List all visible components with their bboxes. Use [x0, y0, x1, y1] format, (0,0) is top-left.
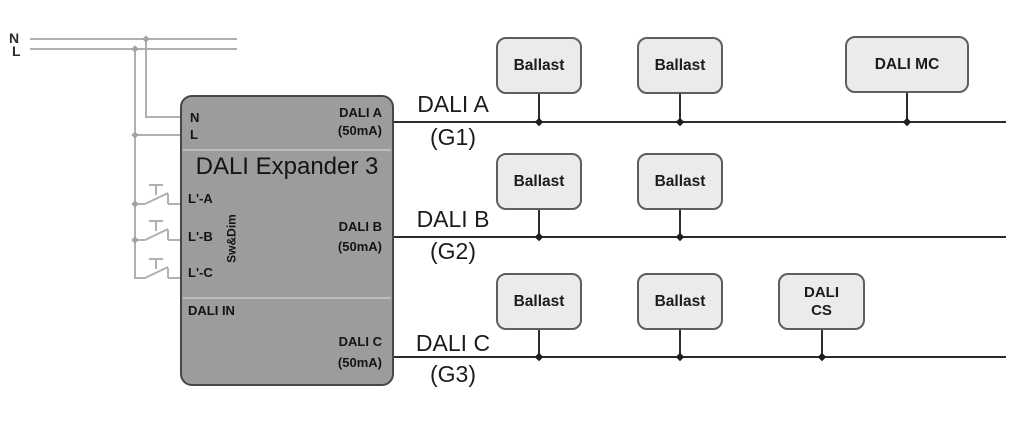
device-ballast-b2: Ballast	[637, 153, 723, 210]
pushbutton-switch-a-icon	[135, 184, 182, 205]
output-b-current: (50mA)	[337, 239, 382, 254]
mains-n-label: N	[9, 30, 20, 46]
device-dali-cs: DALI CS	[778, 273, 865, 330]
bus-b-group-label: (G2)	[430, 238, 476, 264]
output-c-current: (50mA)	[337, 355, 382, 370]
terminal-dali-in-label: DALI IN	[188, 303, 235, 318]
terminal-lb-label: L'-B	[188, 229, 213, 244]
bus-c-group-label: (G3)	[430, 361, 476, 387]
terminal-lc-label: L'-C	[188, 265, 213, 280]
mains-l-label: L	[12, 43, 21, 59]
pushbutton-switch-b-icon	[135, 220, 182, 241]
output-a-current: (50mA)	[337, 123, 382, 138]
dali-expander-box	[180, 95, 394, 386]
terminal-l-label: L	[190, 127, 198, 142]
bus-a-label: DALI A	[417, 91, 489, 117]
expander-divider-bottom	[183, 297, 391, 299]
device-ballast-a1: Ballast	[496, 37, 582, 94]
expander-title: DALI Expander 3	[195, 153, 379, 180]
bus-b-label: DALI B	[416, 206, 490, 232]
device-ballast-a2: Ballast	[637, 37, 723, 94]
device-ballast-c2: Ballast	[637, 273, 723, 330]
device-stems	[538, 92, 908, 357]
device-ballast-c1: Ballast	[496, 273, 582, 330]
output-c-name: DALI C	[338, 334, 382, 349]
n-drop-wire	[145, 39, 181, 118]
l-drop-wire	[134, 49, 145, 279]
bus-c-label: DALI C	[415, 330, 491, 356]
pushbutton-switch-c-icon	[144, 258, 182, 279]
sw-dim-label: Sw&Dim	[224, 214, 239, 263]
expander-divider-top	[183, 149, 391, 151]
output-b-name: DALI B	[338, 219, 382, 234]
grey-junction-dots	[131, 35, 150, 244]
device-dali-mc: DALI MC	[845, 36, 969, 93]
device-ballast-b1: Ballast	[496, 153, 582, 210]
output-a-name: DALI A	[339, 105, 382, 120]
bus-a-group-label: (G1)	[430, 124, 476, 150]
terminal-la-label: L'-A	[188, 191, 213, 206]
terminal-n-label: N	[190, 110, 200, 125]
